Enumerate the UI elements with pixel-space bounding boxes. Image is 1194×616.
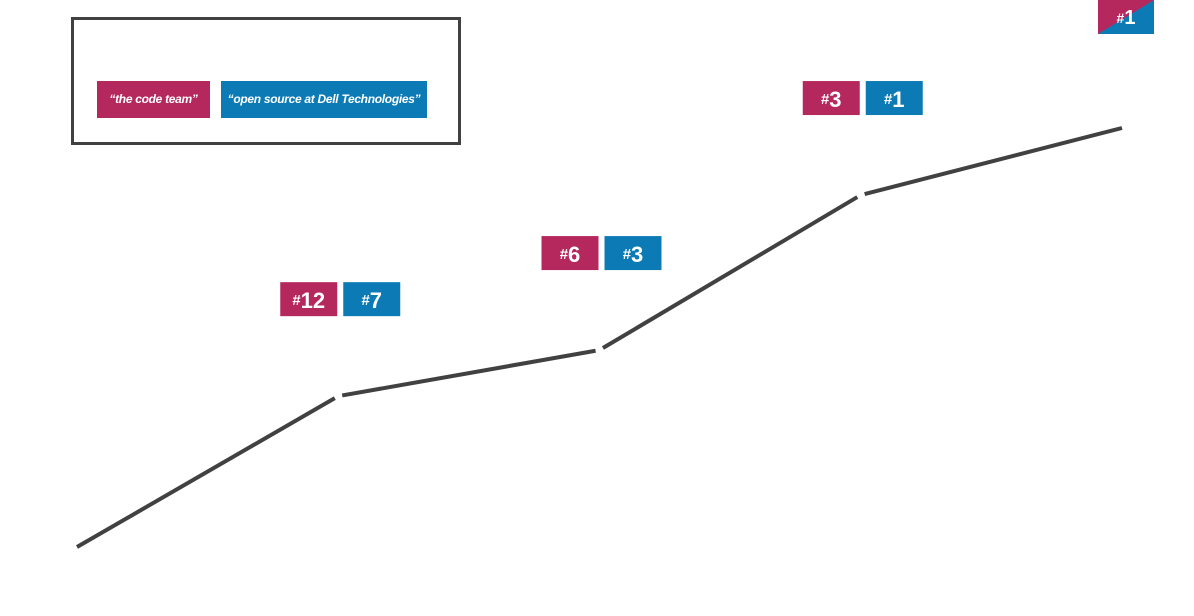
open-source-rank-label-1: #7 — [361, 288, 382, 313]
open-source-rank-box-1 — [343, 282, 401, 317]
code-team-rank-box-2 — [541, 236, 599, 271]
combined-rank-triangle — [1098, 0, 1154, 34]
open-source-rank-box-2 — [604, 236, 662, 271]
open-source-rank-box-3 — [865, 81, 923, 116]
code-team-rank-label-3: #3 — [821, 87, 842, 112]
code-team-rank-label-1: #12 — [292, 288, 325, 313]
open-source-rank-label-2: #3 — [623, 242, 644, 267]
line-segment-3 — [601, 195, 859, 350]
combined-rank-label: #1 — [1117, 7, 1136, 29]
code-team-rank-box-1 — [280, 282, 338, 317]
code-team-rank-box-3 — [802, 81, 860, 116]
code-team-rank-label-2: #6 — [560, 242, 581, 267]
legend: “the code team” “open source at Dell Tec… — [71, 17, 461, 145]
open-source-rank-label-3: #1 — [884, 87, 905, 112]
line-segment-2 — [341, 348, 596, 398]
line-segment-4 — [864, 126, 1123, 196]
legend-code-team: “the code team” — [97, 81, 210, 118]
legend-open-source: “open source at Dell Technologies” — [221, 81, 427, 118]
line-segment-1 — [75, 396, 336, 549]
